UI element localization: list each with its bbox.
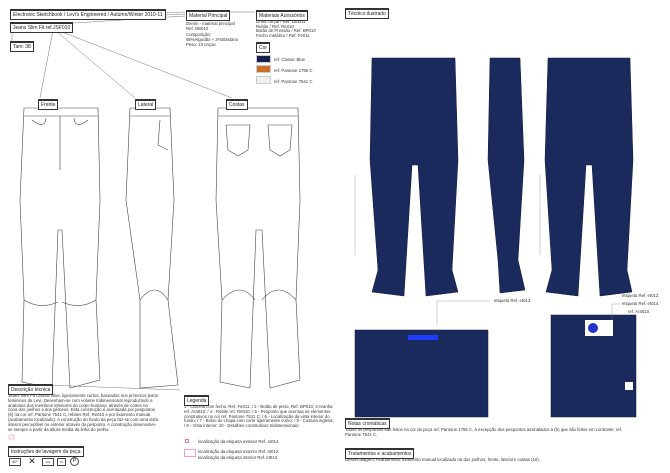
tag-label: etiqueta Ref. et012. [622,293,660,298]
material-line: Composição: [186,31,212,37]
material-line: Peso: 10 onças [186,42,216,48]
side-pants-sketch [125,107,179,389]
legend-title: Legenda [184,395,210,406]
model-label: Jeans Slim Fit ref.JSF010 [10,22,74,33]
view-front-label: Frente [38,99,59,110]
accessory-line: Linha Torçal / Ref. Lito011 [256,19,306,24]
material-title: Material Principal [186,10,231,21]
material-line: Ref. DB010 [186,26,209,32]
label-marker [185,439,189,443]
description-text: Jeans Slim Fit Classic Blue, ligeirament… [8,393,158,432]
finishing-text: Desencolagem; Acabamento: lixamento manu… [345,457,540,462]
view-back-label: Costas [226,99,248,110]
legend-label: localização da etiqueta exterior Ref. et… [198,449,280,454]
accessory-line: Botão de Pressão / Ref. BP010 [256,28,316,33]
front-pants-render [369,57,459,297]
description-title: Descrição técnica [8,384,54,395]
tumble-dry-icon: •• [57,458,66,466]
swatch-pantone-1795 [256,65,271,73]
iron-icon: ••• [42,458,54,466]
swatch-label: ref. Pantone 7541 C [274,79,313,84]
swatch-classic-blue [256,55,271,63]
finishing-title: Tratamentos e acabamentos [345,448,415,459]
color-title: Cor [256,42,271,53]
legend-label: localização da etiqueta exterior Ref. et… [198,439,280,444]
size-label: Tam: 38 [10,41,34,52]
wash-40-icon: 40° [9,458,21,466]
swatch-label: ref. Classic Blue [274,57,306,62]
notes-title: Notas cromáticas [345,418,390,429]
swatch-label: ref. Pantone 1795 C [274,68,313,73]
accessory-line: Fecho metálico / Ref. Fe011 [256,32,310,38]
material-line: 98%Algodão + 2%Elastano [186,36,239,42]
accessory-line: Rebite / Ref. Re010 [256,23,294,29]
front-pants-sketch [19,107,101,389]
dry-clean-p-icon: P [70,457,79,466]
legend-text: 1 - Carcela com fecho, Ref. Fe011; / 2 -… [184,404,334,429]
side-pants-render [487,57,526,294]
legend-label: localização da etiqueta interior Ref. et… [198,455,279,460]
tag-label: ref. Ara010. [628,309,651,314]
notes-text: Todos os pespontos são feitos na cor da … [345,427,623,438]
tag-label: etiqueta Ref. et013. [494,298,532,303]
no-bleach-icon: ✕ [28,456,36,466]
swatch-pantone-7541 [256,76,271,84]
sketchbook-title: Electronic Sketchbook / Levi's Engineere… [10,9,166,20]
tag-label: etiqueta Ref. et014. [622,301,660,306]
back-pants-sketch [215,107,301,389]
material-line: Denim - material principal [186,21,235,26]
connector-lines [11,11,255,391]
illustrated-title: Técnico ilustrado [345,8,389,19]
back-pants-render [544,57,634,297]
accessories-title: Materiais Acessórios [256,10,308,21]
label-marker [184,449,196,457]
front-detail-render [354,329,489,418]
washing-title: Instruções de lavagem da peça [8,446,84,457]
view-side-label: Lateral [135,99,157,110]
